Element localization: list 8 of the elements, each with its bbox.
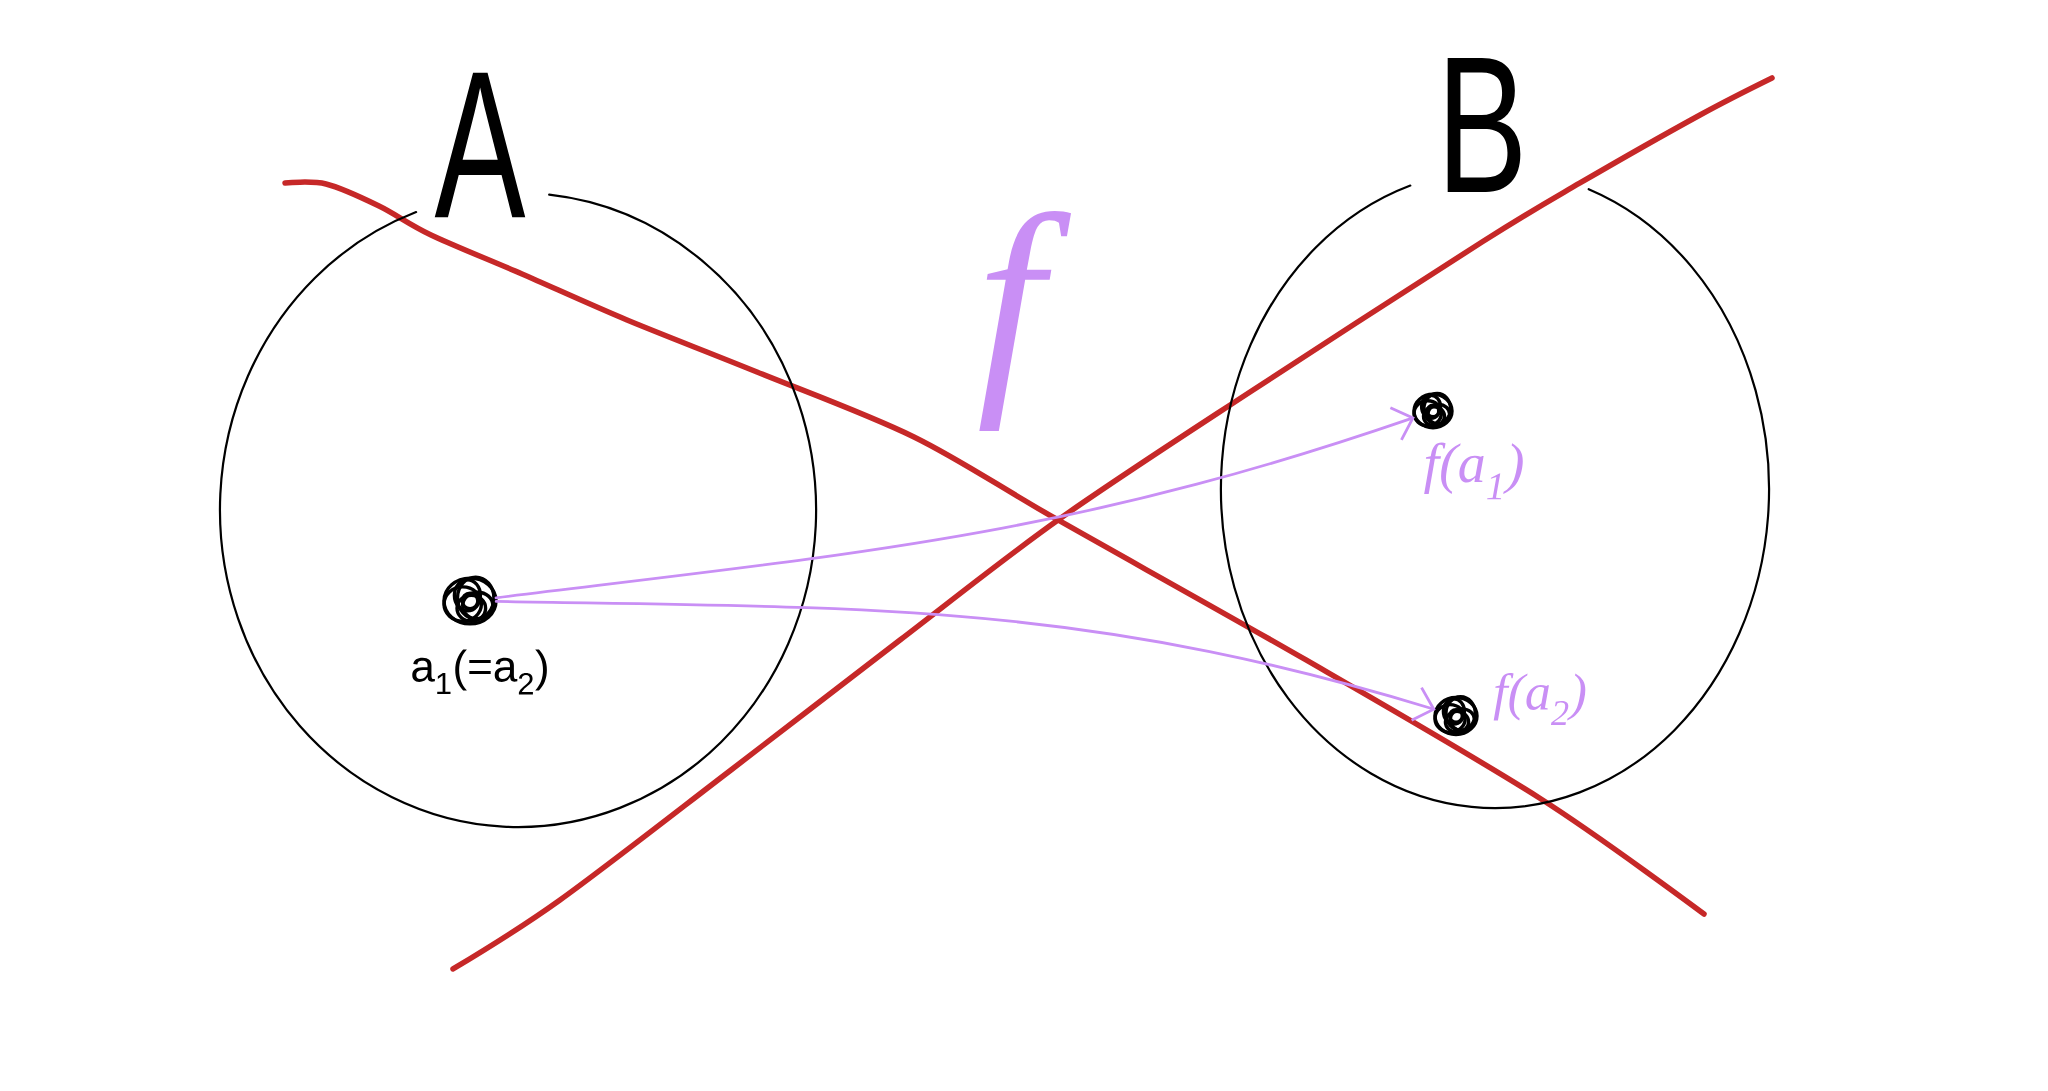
point-label: f(a$_{2}$) [1493, 672, 1586, 726]
point-label: a$_{1}$(=a$_{2}$) [412, 649, 547, 695]
set-label: A [434, 72, 526, 218]
point-label: f(a$_{1}$) [1424, 442, 1523, 500]
mapping-arrow [494, 406, 1415, 600]
set-label: B [1447, 57, 1521, 193]
function-label: f [979, 211, 1071, 432]
mapping-arrow [494, 600, 1436, 722]
